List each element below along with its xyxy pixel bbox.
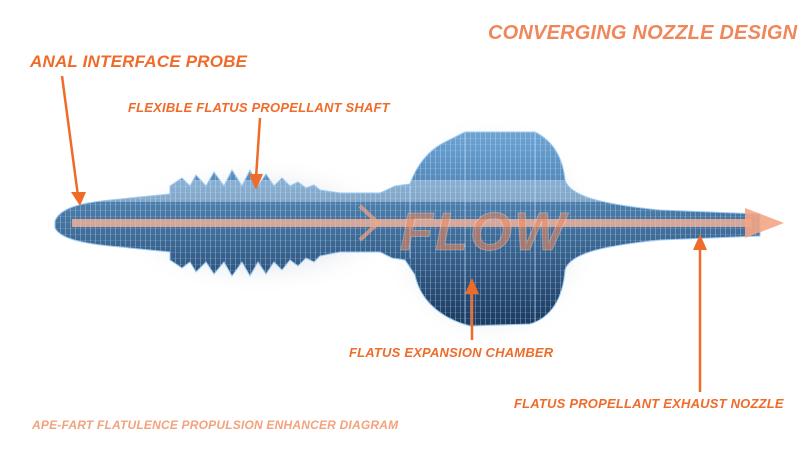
pointer-nozzle [693,234,707,392]
diagram-caption: APE-FART FLATULENCE PROPULSION ENHANCER … [32,418,399,432]
pointer-chamber [465,278,479,340]
flow-arrow [72,204,784,242]
pointer-probe [60,75,86,206]
flow-label: FLOW [400,202,569,262]
pointer-shaft [249,117,263,190]
label-propellant-shaft: FLEXIBLE FLATUS PROPELLANT SHAFT [128,100,390,115]
label-exhaust-nozzle: FLATUS PROPELLANT EXHAUST NOZZLE [514,396,784,411]
label-expansion-chamber: FLATUS EXPANSION CHAMBER [349,345,554,360]
label-anal-interface-probe: ANAL INTERFACE PROBE [30,52,248,71]
diagram-title: CONVERGING NOZZLE DESIGN [488,22,798,44]
